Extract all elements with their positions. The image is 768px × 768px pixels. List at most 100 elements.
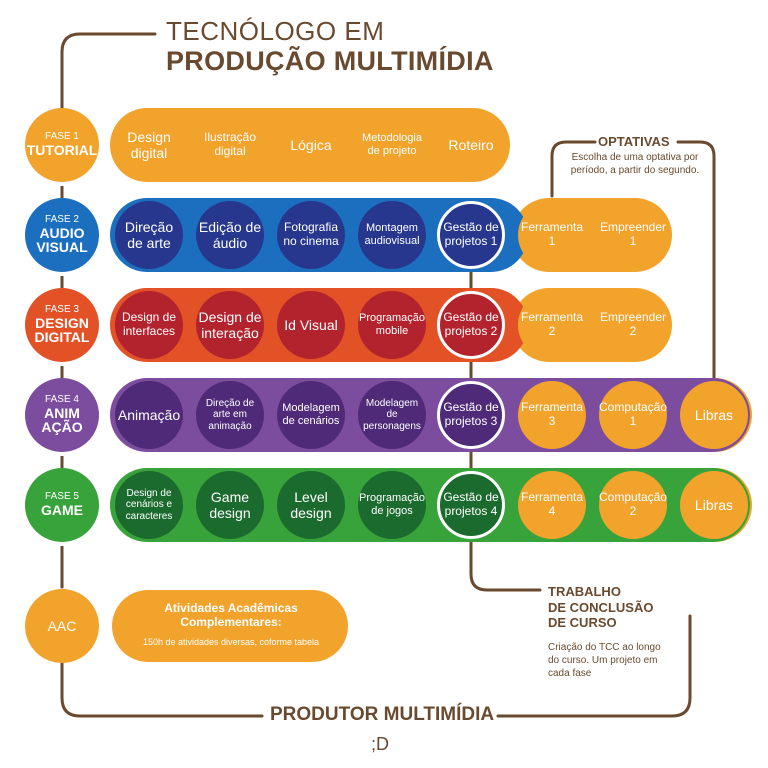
- optative-label-line: Ferramenta: [520, 400, 584, 415]
- phase-name: TUTORIAL: [27, 143, 98, 158]
- course-label-line: projetos 4: [444, 504, 498, 518]
- course-label-line: Design de: [126, 487, 172, 499]
- phase-name-line: GAME: [41, 501, 83, 518]
- phase-name-line: VISUAL: [36, 239, 88, 256]
- course-label-line: Modelagem: [282, 402, 340, 415]
- optative-label-line: 4: [548, 504, 556, 518]
- course-label-line: Gestão de: [443, 310, 499, 325]
- optative-label-line: 2: [629, 324, 637, 338]
- phase-name-line: AUDIO: [39, 224, 85, 241]
- course-label-line: Design: [127, 128, 171, 145]
- course-circle: Animação: [115, 381, 183, 449]
- course-label-line: caracteres: [125, 510, 173, 522]
- course-label-line: design: [209, 505, 251, 521]
- course-circle: Id Visual: [277, 291, 345, 359]
- optative-label-line: 1: [629, 414, 637, 428]
- phase-name-line: ANIM: [44, 404, 80, 421]
- phase-name-line: DIGITAL: [34, 329, 90, 346]
- course-label-line: digital: [214, 144, 246, 158]
- course-label-line: de jogos: [371, 505, 413, 517]
- optativas-description: Escolha de uma optativa por período, a p…: [570, 152, 700, 176]
- course-label-line: áudio: [212, 235, 248, 251]
- course-label-line: Roteiro: [448, 136, 494, 153]
- course-label: Animação: [118, 407, 180, 423]
- course-label-line: Game: [210, 488, 250, 505]
- course-label-line: design: [290, 505, 332, 521]
- optative-label-line: Computação: [598, 400, 668, 415]
- course-label-line: Edição de: [198, 218, 262, 235]
- phase-label: FASE 1: [45, 131, 79, 143]
- tcc-title-line: DE CURSO: [548, 615, 617, 631]
- course-label-line: digital: [130, 145, 168, 161]
- course-label: Id Visual: [284, 317, 337, 333]
- phase-name-line: AÇÃO: [41, 419, 83, 436]
- optative-label-line: 1: [548, 234, 556, 248]
- course-label-line: Programação: [358, 312, 426, 325]
- optative-label-line: Libras: [694, 496, 734, 513]
- course-label-line: arte em: [213, 409, 247, 421]
- phase-name-line: DESIGN: [35, 314, 89, 331]
- phase-name-line: TUTORIAL: [26, 141, 98, 158]
- optative-circle: Libras: [680, 381, 748, 449]
- optativas-title: OPTATIVAS: [598, 134, 670, 149]
- optative-label-line: Empreender: [599, 310, 667, 325]
- optative-circle: Libras: [680, 471, 748, 539]
- course-label-line: Level: [294, 488, 328, 505]
- course-label: Roteiro: [448, 137, 493, 153]
- course-label-line: mobile: [375, 325, 409, 337]
- course-label-line: Modelagem de: [365, 397, 419, 421]
- phase-label: FASE 5: [45, 491, 79, 503]
- smiley-text: ;D: [371, 734, 389, 754]
- course-label-line: Lógica: [290, 136, 332, 153]
- course-label-line: Id Visual: [284, 316, 338, 333]
- tcc-title: TRABALHO DE CONCLUSÃO DE CURSO: [548, 584, 653, 631]
- course-label-line: Gestão de: [443, 400, 499, 415]
- course-label-line: Animação: [117, 406, 181, 423]
- course-label-line: Programação: [358, 492, 426, 505]
- optative-label-line: Ferramenta: [520, 490, 584, 505]
- phase-name: GAME: [41, 503, 83, 518]
- optative-label-line: Ferramenta: [520, 220, 584, 235]
- course-label-line: no cinema: [283, 234, 339, 248]
- phase-label: FASE 4: [45, 394, 79, 406]
- course-circle: Roteiro: [437, 111, 505, 179]
- course-label-line: Direção: [124, 218, 174, 235]
- course-label-line: interação: [201, 325, 259, 341]
- course-label-line: Montagem: [366, 222, 418, 235]
- course-label-line: interfaces: [122, 324, 175, 338]
